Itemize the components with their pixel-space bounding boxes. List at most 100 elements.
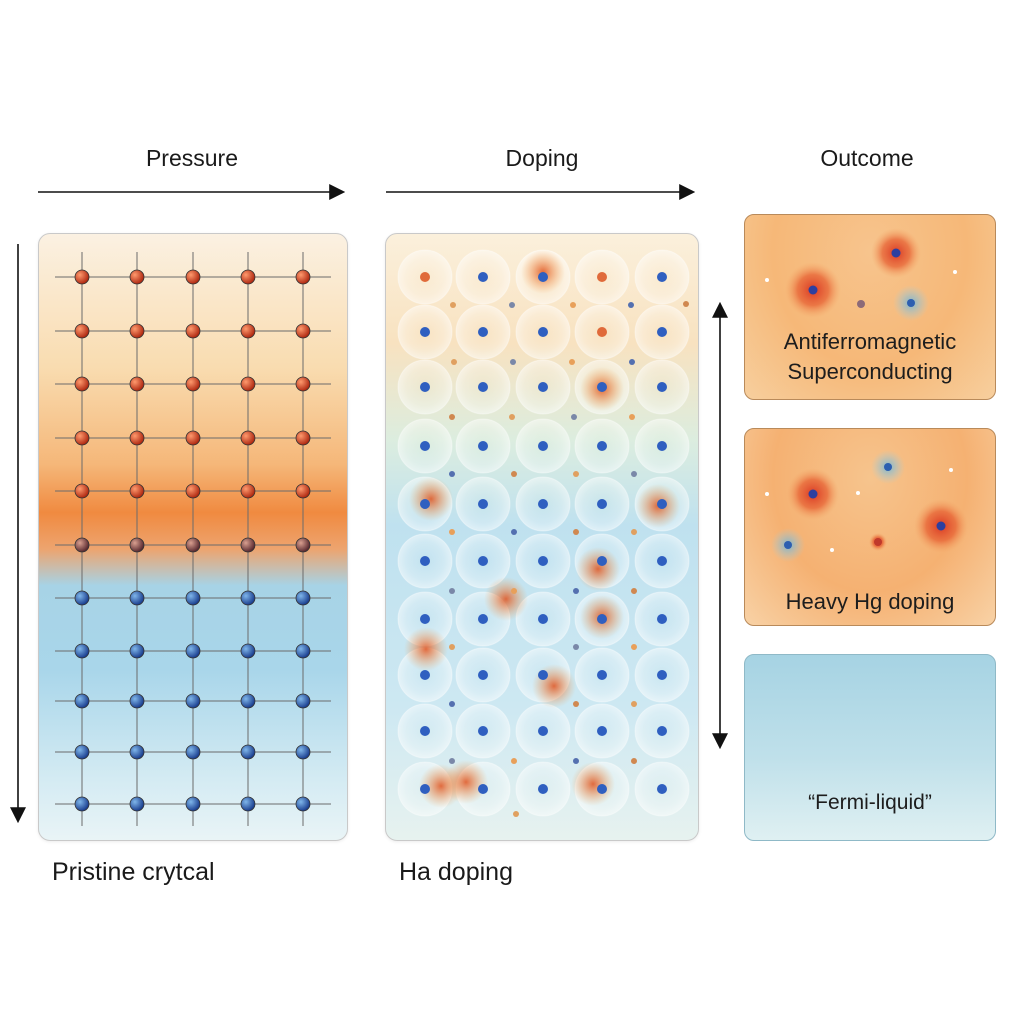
outcome-1-label-line2: Superconducting (787, 359, 953, 384)
atom (953, 270, 957, 274)
lattice-atom (240, 744, 256, 760)
doped-atom (420, 441, 430, 451)
lattice-atom (185, 430, 201, 446)
lattice-atom (129, 590, 145, 606)
dopant-glow (532, 664, 576, 708)
doped-atom (597, 726, 607, 736)
doped-atom (538, 556, 548, 566)
dopant-speck (628, 302, 634, 308)
outcome-1-atoms (765, 228, 957, 321)
doped-atom (597, 327, 607, 337)
doped-atom (538, 784, 548, 794)
lattice-atom (129, 693, 145, 709)
doped-atom (538, 726, 548, 736)
lattice-atom (240, 693, 256, 709)
dopant-speck (511, 471, 517, 477)
dopant-speck (569, 359, 575, 365)
atom (830, 548, 834, 552)
lattice-atom (129, 323, 145, 339)
lattice-atom (129, 376, 145, 392)
doped-atom (597, 556, 607, 566)
doped-atom (657, 382, 667, 392)
doped-atom (478, 726, 488, 736)
doped-atom (597, 441, 607, 451)
doped-atom (420, 784, 430, 794)
lattice-atom (74, 483, 90, 499)
dopant-speck (449, 758, 455, 764)
lattice-atom (74, 796, 90, 812)
dopant-speck (629, 414, 635, 420)
lattice-atom (74, 537, 90, 553)
doped-atom (538, 272, 548, 282)
doped-atom (657, 670, 667, 680)
outcome-1-label-line1: Antiferromagnetic (783, 329, 957, 354)
lattice-atom (74, 693, 90, 709)
lattice-atom (129, 796, 145, 812)
outcome-3-label: “Fermi-liquid” (808, 791, 932, 814)
lattice-atom (185, 590, 201, 606)
atom (765, 492, 769, 496)
dopant-speck (631, 471, 637, 477)
dopant-speck (513, 811, 519, 817)
doped-atom (478, 441, 488, 451)
lattice-atom (240, 323, 256, 339)
doped-atom (538, 614, 548, 624)
lattice-atom (185, 376, 201, 392)
lattice-atom (74, 590, 90, 606)
pressure-heading: Pressure (145, 145, 239, 171)
lattice-atom (129, 643, 145, 659)
lattice-atom (295, 796, 311, 812)
lattice-atom (185, 643, 201, 659)
doped-atom (420, 726, 430, 736)
lattice-atom (240, 590, 256, 606)
doped-atom (657, 784, 667, 794)
lattice-atom (74, 744, 90, 760)
dopant-speck (509, 302, 515, 308)
dopant-speck (450, 302, 456, 308)
doped-atom (657, 556, 667, 566)
lattice-atom (74, 269, 90, 285)
doped-atom (538, 382, 548, 392)
doped-atom (478, 272, 488, 282)
doped-atom (478, 499, 488, 509)
pristine-crystal-panel (38, 233, 348, 841)
doped-atom (657, 272, 667, 282)
dopant-speck (449, 471, 455, 477)
dopant-glow (444, 760, 488, 804)
dopant-glow (409, 477, 453, 521)
doped-atom (597, 670, 607, 680)
atom (857, 300, 865, 308)
lattice-atom (240, 269, 256, 285)
lattice-atom (295, 376, 311, 392)
lattice-atom (295, 430, 311, 446)
atom (884, 463, 892, 471)
doped-atom (420, 327, 430, 337)
lattice-atom (295, 269, 311, 285)
outcome-heading: Outcome (820, 145, 914, 171)
dopant-speck (449, 588, 455, 594)
lattice-atom (295, 590, 311, 606)
atom (891, 248, 901, 258)
doped-atom (420, 272, 430, 282)
doping-heading: Doping (505, 145, 579, 171)
dopant-speck (573, 588, 579, 594)
doped-atom (478, 556, 488, 566)
lattice-atom (185, 796, 201, 812)
pristine-lattice (55, 252, 331, 826)
dopant-speck (449, 529, 455, 535)
lattice-atom (295, 537, 311, 553)
doped-atom (478, 784, 488, 794)
doped-atom (420, 614, 430, 624)
lattice-atom (129, 744, 145, 760)
hg-doping-caption: Ha doping (399, 858, 513, 886)
doped-atom (597, 272, 607, 282)
dopant-glow (484, 577, 528, 621)
dopant-speck (511, 588, 517, 594)
pristine-crystal-caption: Pristine crytcal (52, 858, 215, 886)
lattice-atom (129, 430, 145, 446)
dopant-speck (631, 701, 637, 707)
lattice-atom (185, 693, 201, 709)
lattice-atom (185, 744, 201, 760)
lattice-atom (295, 693, 311, 709)
doped-atom (420, 556, 430, 566)
